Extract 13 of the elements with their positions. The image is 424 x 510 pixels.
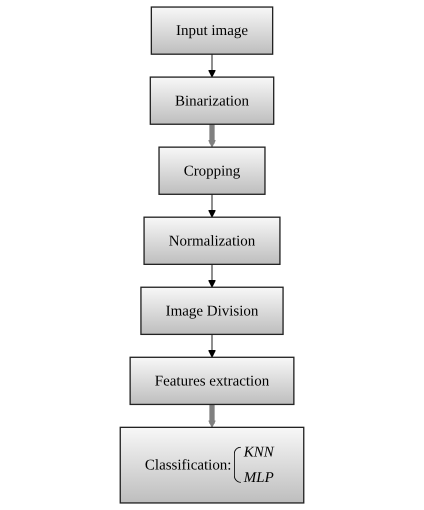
node-box: Binarization bbox=[150, 76, 274, 125]
node-box: Input image bbox=[150, 6, 274, 55]
node-box: Normalization bbox=[143, 216, 281, 265]
arrow bbox=[208, 194, 216, 218]
arrow bbox=[208, 404, 216, 428]
node-box: Image Division bbox=[140, 286, 284, 336]
arrow bbox=[208, 334, 216, 358]
arrow bbox=[208, 54, 216, 78]
node-box: Classification: KNN MLP bbox=[120, 426, 304, 504]
node-box: Features extraction bbox=[129, 356, 295, 406]
arrow bbox=[208, 124, 216, 148]
arrow bbox=[208, 264, 216, 288]
node-box: Cropping bbox=[158, 146, 266, 195]
